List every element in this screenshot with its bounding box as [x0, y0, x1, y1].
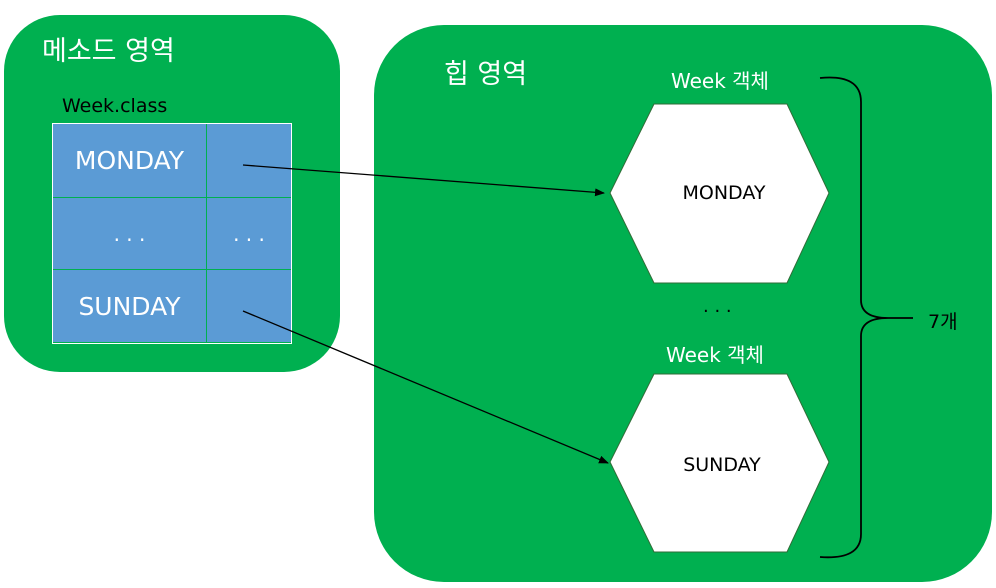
reference-arrow-sunday: [242, 310, 609, 464]
table-cell-sunday-ref: [207, 270, 291, 342]
hexagon-sunday-text: SUNDAY: [683, 454, 761, 476]
table-cell-monday-ref: [207, 124, 291, 197]
hexagon-monday-text: MONDAY: [683, 182, 766, 204]
heap-ellipsis: . . .: [703, 296, 732, 317]
table-cell-ellipsis-label: . . .: [53, 198, 206, 269]
hexagon-sunday: [609, 373, 830, 553]
heap-object-label-1: Week 객체: [671, 69, 769, 93]
table-cell-monday-label: MONDAY: [53, 124, 206, 197]
heap-object-label-2: Week 객체: [666, 343, 764, 367]
class-name-label: Week.class: [62, 95, 168, 117]
hexagon-monday: [609, 103, 830, 284]
table-cell-sunday-label: SUNDAY: [53, 270, 206, 342]
heap-area-title: 힙 영역: [444, 59, 528, 90]
method-area-title: 메소드 영역: [42, 36, 175, 67]
reference-arrow-monday: [242, 164, 605, 197]
table-cell-ellipsis-ref: . . .: [207, 198, 291, 269]
count-brace: [819, 76, 913, 559]
count-label: 7개: [928, 311, 958, 333]
